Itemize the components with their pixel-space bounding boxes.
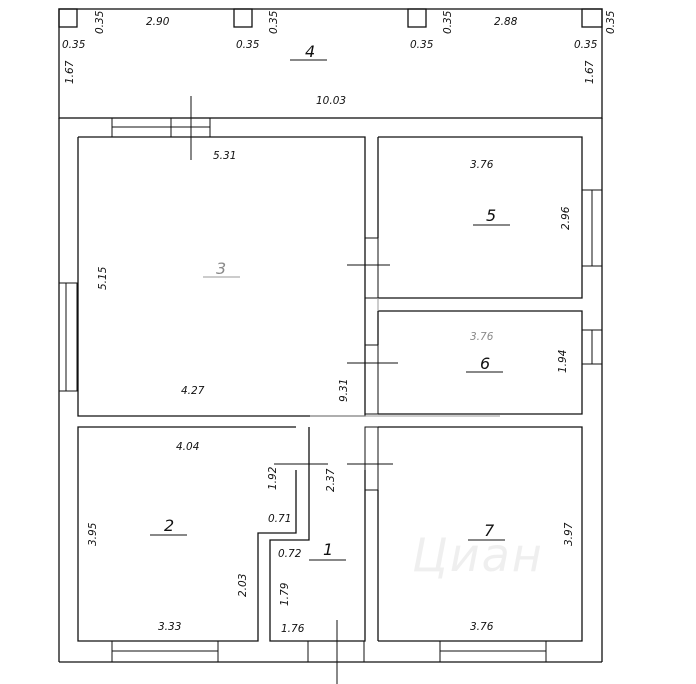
watermark-logo: Циан: [412, 528, 544, 582]
room-1-number: 1: [323, 540, 333, 559]
dim-label: 2.88: [494, 16, 518, 28]
dim-label: 0.35: [410, 39, 434, 51]
dim-label: 5.15: [97, 266, 109, 290]
dim-label: 2.90: [146, 16, 170, 28]
dim-label: 3.76: [470, 621, 494, 633]
dim-label: 1.94: [557, 350, 569, 373]
dim-label: 3.76: [470, 331, 494, 343]
dim-label: 0.35: [94, 10, 106, 34]
dim-label: 0.35: [62, 39, 86, 51]
dim-label: 1.76: [281, 623, 305, 635]
dim-label: 1.92: [267, 466, 279, 490]
dim-label: 3.33: [158, 621, 181, 633]
dim-label: 10.03: [316, 95, 346, 107]
door-marks: [274, 237, 500, 491]
dim-label: 1.67: [64, 60, 76, 84]
dim-label: 1.79: [279, 582, 291, 606]
dim-label: 0.72: [278, 548, 302, 560]
room-2-outline: [77, 426, 297, 642]
dim-label: 0.35: [268, 10, 280, 34]
dim-label: 0.71: [268, 513, 291, 525]
room-5-outline: [377, 136, 583, 299]
room-5-number: 5: [486, 206, 496, 225]
dim-label: 1.67: [584, 60, 596, 84]
dim-label: 0.35: [574, 39, 598, 51]
room-1-outline: [269, 427, 366, 642]
room-7-number: 7: [484, 521, 495, 540]
dim-label: 3.95: [87, 522, 99, 546]
dim-label: 2.37: [325, 468, 337, 492]
room-7-outline: [377, 426, 583, 642]
dim-label: 4.27: [181, 385, 205, 397]
room-2-number: 2: [164, 516, 174, 535]
dim-label: 9.31: [338, 379, 350, 402]
room-6-number: 6: [480, 354, 490, 373]
dim-label: 0.35: [442, 10, 454, 34]
room-6-outline: [377, 310, 583, 415]
dim-label: 0.35: [236, 39, 260, 51]
dim-label: 2.03: [237, 574, 249, 597]
dim-label: 2.96: [560, 206, 572, 230]
room-4-number: 4: [305, 42, 315, 61]
room-4-outline: [58, 8, 603, 119]
outer-walls: [58, 96, 603, 684]
dim-label: 4.04: [176, 441, 199, 453]
dim-label: 0.35: [605, 10, 617, 34]
dim-label: 3.97: [563, 522, 575, 546]
dim-label: 5.31: [213, 150, 236, 162]
dim-label: 3.76: [470, 159, 494, 171]
room-3-number: 3: [216, 259, 226, 278]
